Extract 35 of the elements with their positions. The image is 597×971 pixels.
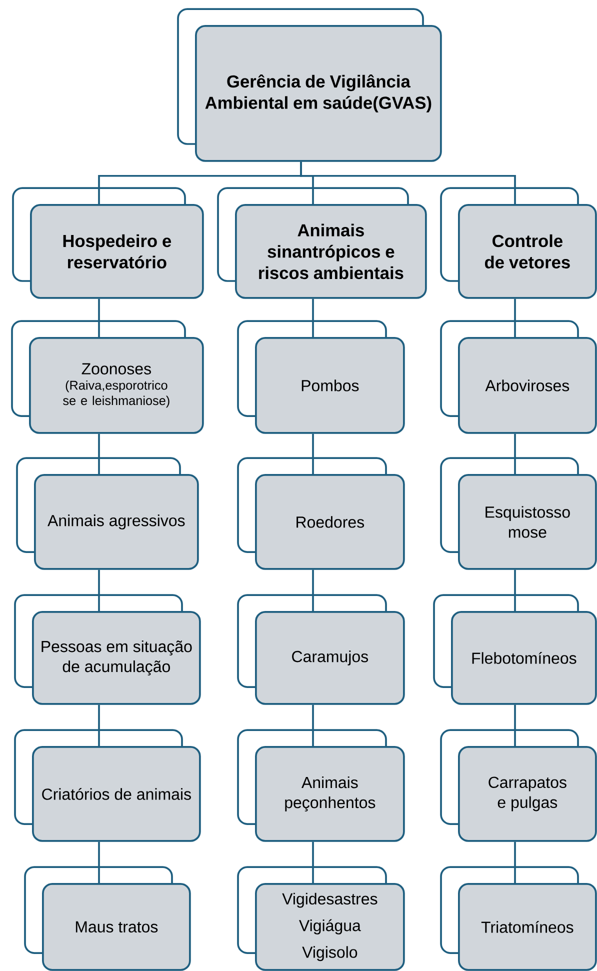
process-box: Gerência de Vigilância Ambiental em saúde(GVAS) [177, 8, 442, 162]
connector-line [98, 570, 100, 611]
connector-line [312, 434, 314, 474]
connector-line [300, 162, 516, 204]
process-box: Caramujos [237, 594, 405, 705]
process-box: Controle de vetores [440, 187, 597, 299]
process-box: Zoonoses (Raiva,esporotrico se e leishmaniose) [11, 320, 204, 434]
process-box: Arboviroses [440, 320, 597, 434]
connector-line [312, 842, 314, 883]
process-box: Animais peçonhentos [237, 729, 405, 842]
process-box: Vigidesastres Vigiágua Vigisolo [237, 866, 405, 971]
connector-line [312, 298, 314, 337]
connector-line [98, 704, 100, 746]
connector-line [514, 570, 516, 611]
process-box: Hospedeiro e reservatório [12, 187, 204, 299]
process-box: Criatórios de animais [14, 729, 201, 842]
connector-line [514, 704, 516, 746]
connector-line [514, 842, 516, 883]
connector-line [312, 570, 314, 611]
connector-line [312, 704, 314, 746]
process-box: Esquistosso mose [440, 457, 597, 570]
process-box: Flebotomíneos [433, 594, 597, 705]
process-box: Pessoas em situação de acumulação [14, 594, 201, 705]
process-box: Pombos [237, 320, 405, 434]
connector-line [514, 434, 516, 474]
connector-line [98, 298, 100, 337]
process-box: Animais agressivos [16, 457, 199, 570]
connector-line [98, 842, 100, 883]
process-box: Maus tratos [24, 866, 191, 971]
connector-line [98, 434, 100, 474]
process-box: Roedores [237, 457, 405, 570]
process-box: Animais sinantrópicos e riscos ambientais [217, 187, 427, 299]
connector-line [514, 298, 516, 337]
process-box: Triatomíneos [440, 866, 597, 971]
process-box: Carrapatos e pulgas [440, 729, 597, 842]
